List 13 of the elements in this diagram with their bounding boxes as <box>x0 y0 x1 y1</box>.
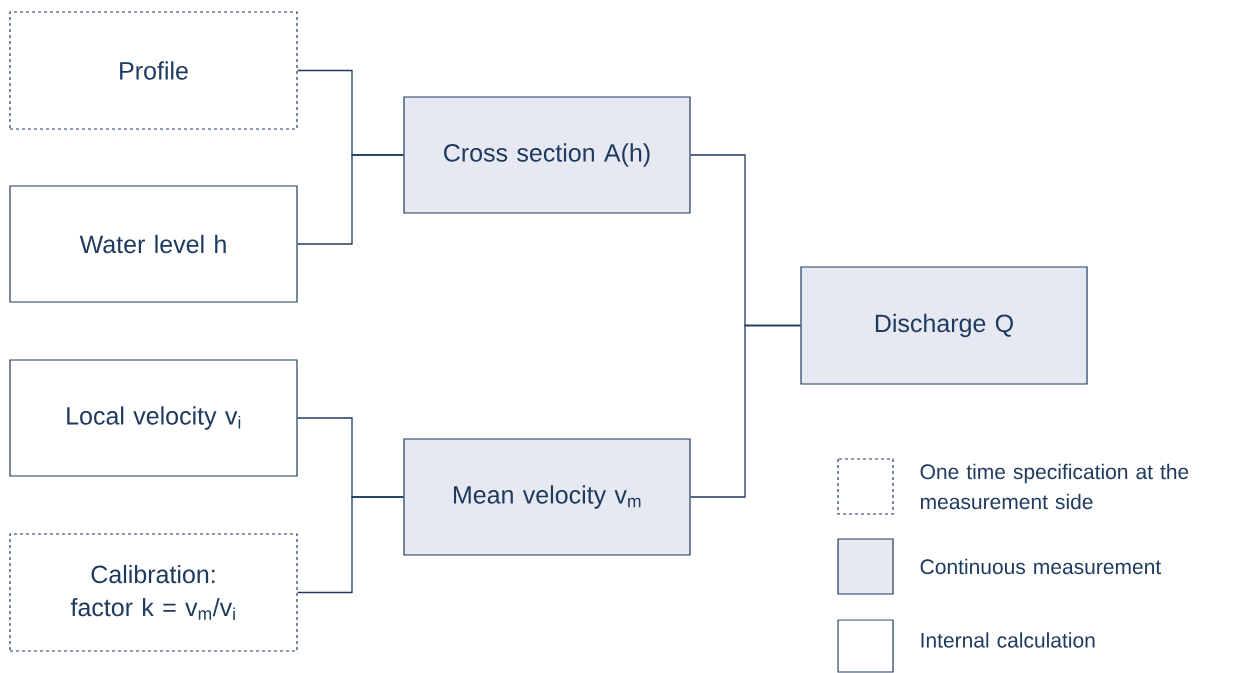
shaded-box: Discharge Q <box>800 266 1088 385</box>
connector-line <box>296 154 405 245</box>
process-box: Water level h <box>9 185 298 303</box>
process-box: Local velocity v$_{i}$ <box>9 359 298 477</box>
connector-line <box>689 324 802 498</box>
dashed-box: Calibration: factor k = v$_{m}$/v$_{i}$ <box>9 533 298 652</box>
shaded-box: Mean velocity v$_{m}$ <box>403 438 691 556</box>
dashed-box: Profile <box>9 11 298 130</box>
legend-text: One time specification at the measurement side <box>920 463 1189 510</box>
connector-line <box>296 496 405 594</box>
legend-text: Continuous measurement <box>920 558 1162 575</box>
legend-text: Internal calculation <box>921 632 1095 648</box>
shaded-box: Cross section A(h) <box>403 96 691 214</box>
